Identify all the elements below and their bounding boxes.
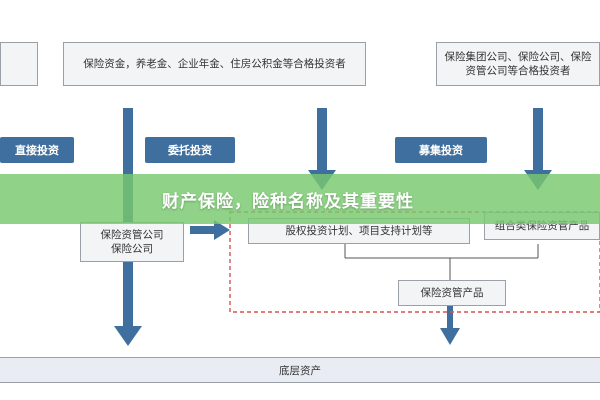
bottom-assets-bar: 底层资产 xyxy=(0,357,600,383)
middle-shaft xyxy=(317,108,327,172)
product-box: 保险资管产品 xyxy=(398,280,506,306)
top-right-box: 保险集团公司、保险公司、保险资管公司等合格投资者 xyxy=(436,42,600,86)
left-shaft-arrowhead xyxy=(114,326,142,346)
direct-invest-label: 直接投资 xyxy=(0,137,74,163)
raise-invest-label: 募集投资 xyxy=(395,137,487,163)
top-left-box xyxy=(0,42,38,86)
asset-mgmt-box: 保险资管公司 保险公司 xyxy=(80,222,184,262)
right-shaft xyxy=(533,108,543,172)
entrust-invest-label: 委托投资 xyxy=(145,137,235,163)
title-banner: 财产保险，险种名称及其重要性 xyxy=(0,174,600,224)
horizontal-arrow-head xyxy=(214,220,230,240)
bottom-assets-label: 底层资产 xyxy=(279,364,321,377)
banner-title: 财产保险，险种名称及其重要性 xyxy=(162,191,414,212)
horizontal-arrow-shaft xyxy=(190,226,216,234)
product-down-arrowhead xyxy=(440,328,460,345)
top-middle-box: 保险资金，养老金、企业年金、住房公积金等合格投资者 xyxy=(63,42,366,86)
